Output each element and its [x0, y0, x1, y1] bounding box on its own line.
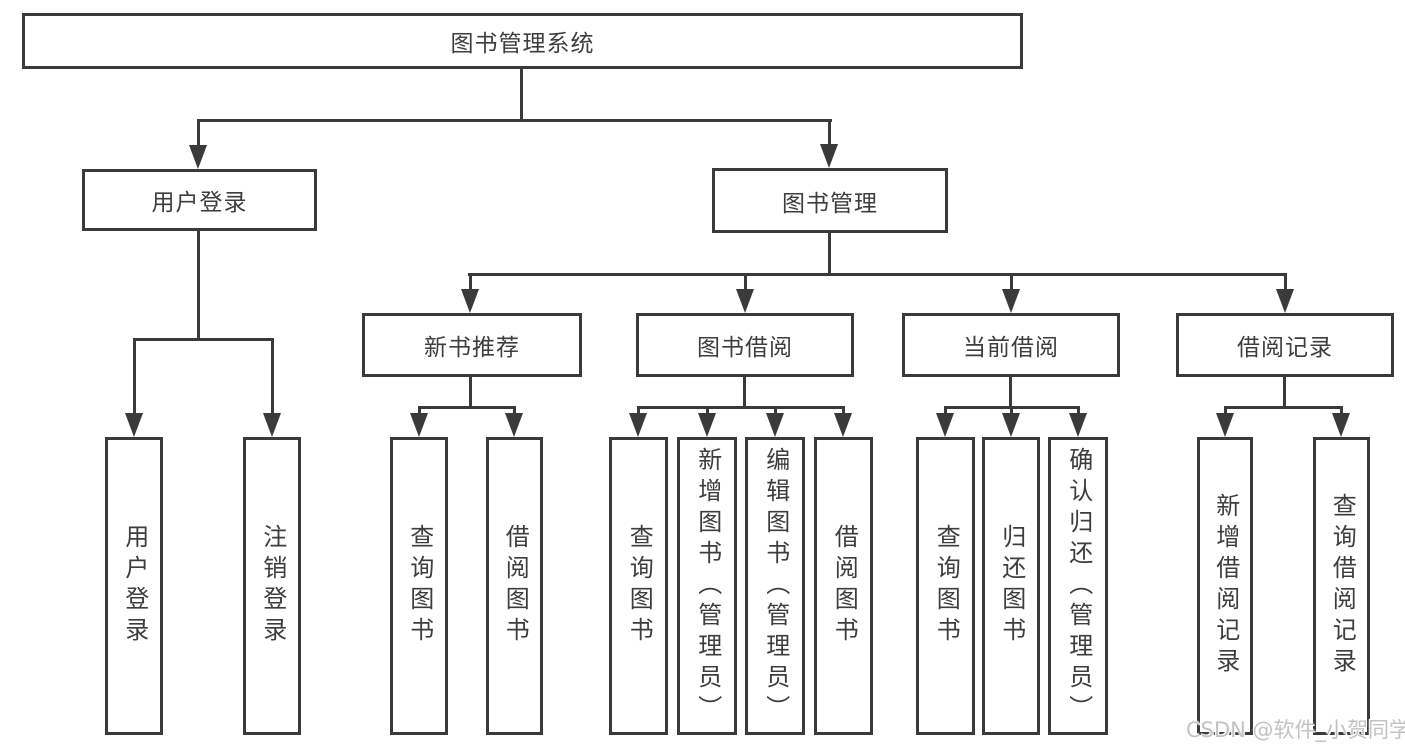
arrow-down-icon — [1002, 289, 1020, 313]
connector-line — [637, 406, 640, 416]
arrow-down-icon — [410, 413, 428, 437]
node-current-borrowing: 当前借阅 — [902, 313, 1120, 377]
connector-line — [197, 119, 200, 147]
leaf-return-books: 归还图书 — [982, 437, 1040, 735]
connector-line — [468, 273, 1286, 276]
connector-line — [513, 406, 516, 416]
leaf-query-borrow-record: 查询借阅记录 — [1313, 437, 1370, 735]
node-borrowing-records: 借阅记录 — [1176, 313, 1394, 377]
leaf-add-borrow-record: 新增借阅记录 — [1197, 437, 1253, 735]
node-new-book-recommend: 新书推荐 — [362, 313, 582, 377]
arrow-down-icon — [834, 413, 852, 437]
node-book-management: 图书管理 — [712, 168, 948, 233]
connector-line — [1009, 377, 1012, 406]
arrow-down-icon — [1276, 289, 1294, 313]
connector-line — [1340, 406, 1343, 416]
arrow-down-icon — [125, 413, 143, 437]
arrow-down-icon — [698, 413, 716, 437]
connector-line — [944, 406, 947, 416]
connector-line — [1284, 273, 1287, 291]
arrow-down-icon — [1002, 413, 1020, 437]
connector-line — [1283, 377, 1286, 406]
connector-line — [828, 119, 831, 146]
connector-line — [197, 231, 200, 338]
leaf-logout: 注销登录 — [243, 437, 301, 735]
arrow-down-icon — [1216, 413, 1234, 437]
connector-line — [469, 377, 472, 406]
arrow-down-icon — [189, 145, 207, 169]
arrow-down-icon — [263, 413, 281, 437]
leaf-query-books-current: 查询图书 — [916, 437, 975, 735]
node-root-library-system: 图书管理系统 — [22, 13, 1023, 69]
node-user-login: 用户登录 — [82, 169, 317, 231]
connector-line — [133, 338, 274, 341]
arrow-down-icon — [1332, 413, 1350, 437]
leaf-confirm-return-admin: 确认归还（管理员） — [1048, 437, 1108, 735]
leaf-edit-books-admin: 编辑图书（管理员） — [745, 437, 805, 735]
connector-line — [1010, 406, 1013, 416]
node-book-borrowing: 图书借阅 — [636, 313, 854, 377]
leaf-borrow-books-recommend: 借阅图书 — [486, 437, 543, 735]
leaf-user-login: 用户登录 — [105, 437, 163, 735]
csdn-watermark: CSDN @软件_小贺同学 — [1186, 718, 1405, 742]
leaf-add-books-admin: 新增图书（管理员） — [677, 437, 737, 735]
connector-line — [520, 69, 523, 119]
connector-line — [1224, 406, 1342, 409]
arrow-down-icon — [936, 413, 954, 437]
connector-line — [637, 406, 845, 409]
leaf-borrow-books: 借阅图书 — [814, 437, 873, 735]
connector-line — [418, 406, 516, 409]
connector-line — [842, 406, 845, 416]
connector-line — [774, 406, 777, 416]
arrow-down-icon — [736, 289, 754, 313]
connector-line — [1224, 406, 1227, 416]
leaf-query-books-borrow: 查询图书 — [609, 437, 668, 735]
connector-line — [828, 233, 831, 273]
leaf-query-books-recommend: 查询图书 — [390, 437, 448, 735]
connector-line — [1010, 273, 1013, 291]
connector-line — [706, 406, 709, 416]
arrow-down-icon — [766, 413, 784, 437]
connector-line — [133, 338, 136, 415]
connector-line — [744, 273, 747, 291]
arrow-down-icon — [820, 144, 838, 168]
connector-line — [271, 338, 274, 415]
arrow-down-icon — [461, 289, 479, 313]
connector-line — [743, 377, 746, 406]
connector-line — [418, 406, 421, 416]
connector-line — [1077, 406, 1080, 416]
arrow-down-icon — [629, 413, 647, 437]
arrow-down-icon — [1069, 413, 1087, 437]
connector-line — [469, 273, 472, 291]
arrow-down-icon — [505, 413, 523, 437]
connector-line — [197, 119, 832, 122]
